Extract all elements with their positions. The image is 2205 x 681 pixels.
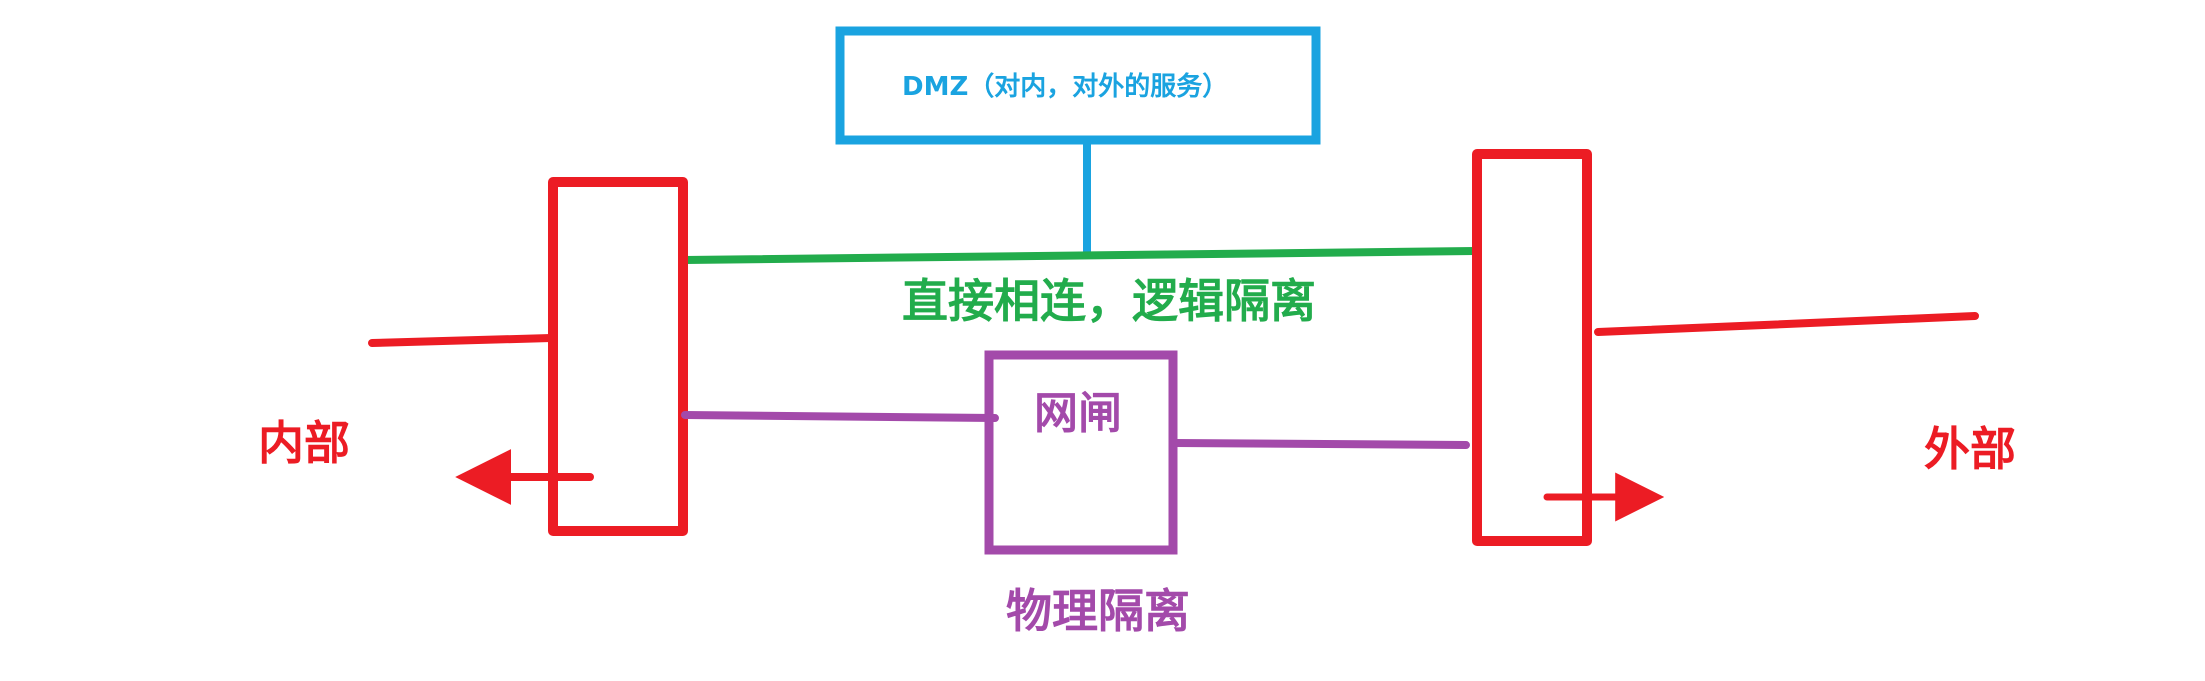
internal-network-label: 内部 bbox=[258, 416, 350, 470]
gatekeeper-label: 网闸 bbox=[1034, 388, 1122, 439]
dmz-label: DMZ（对内，对外的服务） bbox=[902, 72, 1229, 102]
physical-isolation-label: 物理隔离 bbox=[1006, 584, 1190, 638]
dmz-box bbox=[835, 26, 1321, 145]
external-network-label: 外部 bbox=[1924, 422, 2016, 476]
external-firewall-box bbox=[1472, 149, 1592, 546]
physical-link-left-line bbox=[681, 411, 999, 422]
internal-uplink-line bbox=[368, 334, 555, 347]
logical-isolation-label: 直接相连，逻辑隔离 bbox=[902, 274, 1316, 328]
gatekeeper-box bbox=[984, 350, 1178, 555]
physical-link-right-line bbox=[1171, 439, 1470, 449]
logical-link-line bbox=[681, 247, 1479, 264]
external-uplink-line bbox=[1594, 312, 1979, 336]
internal-firewall-box bbox=[548, 177, 688, 536]
